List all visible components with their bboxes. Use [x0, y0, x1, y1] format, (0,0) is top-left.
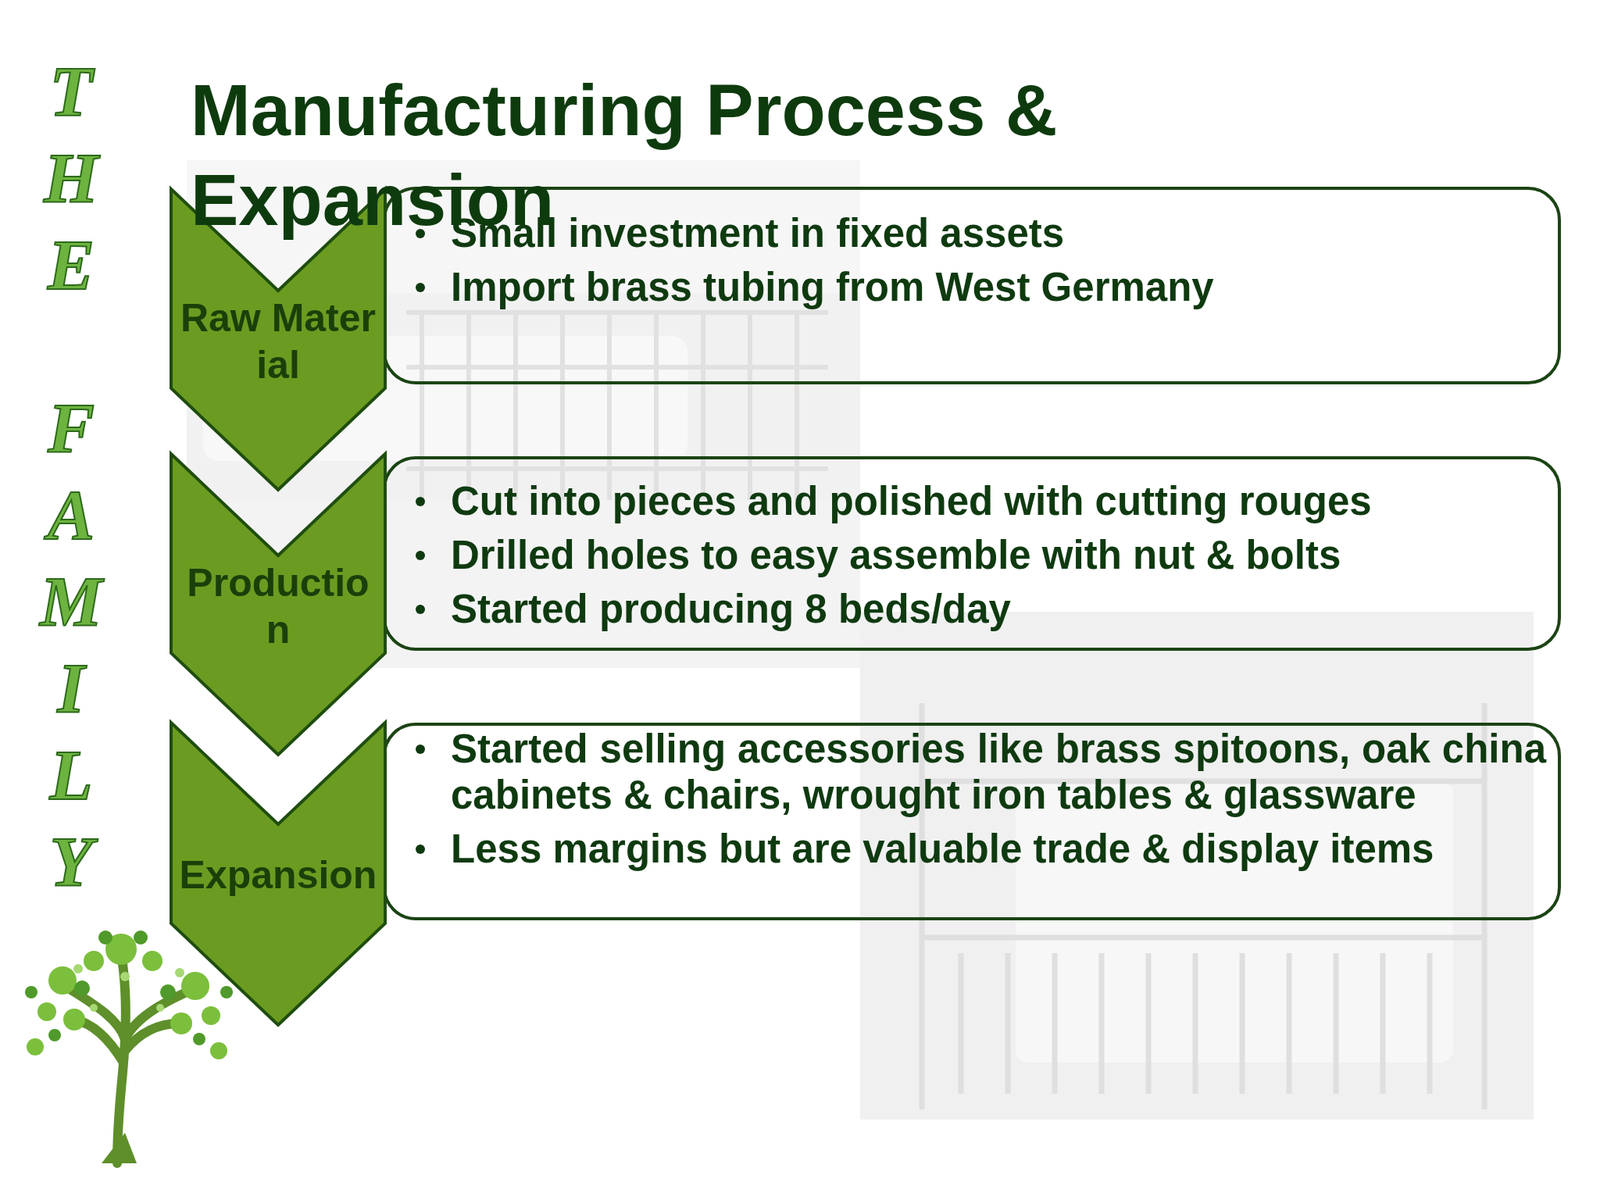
bullet-item: Small investment in fixed assets: [385, 210, 1558, 257]
bullet-item: Started selling accessories like brass s…: [385, 725, 1558, 818]
bullet-text: Cut into pieces and polished with cuttin…: [450, 478, 1372, 524]
side-brand-text: THE: [39, 48, 103, 309]
stage-chevron: Expansion: [171, 722, 386, 1025]
bullet-item: Less margins but are valuable trade & di…: [385, 825, 1558, 872]
bullet-item: Drilled holes to easy assemble with nut …: [385, 532, 1558, 579]
bullet-item: Cut into pieces and polished with cuttin…: [385, 478, 1558, 525]
bullet-text: Started selling accessories like brass s…: [450, 726, 1547, 818]
bullet-item: Import brass tubing from West Germany: [385, 264, 1558, 311]
chevron-outline: [171, 453, 386, 755]
bullet-text: Drilled holes to easy assemble with nut …: [450, 532, 1341, 578]
stage-label: Raw Material: [175, 282, 381, 400]
bullet-dot: [415, 550, 425, 561]
bullet-box: Small investment in fixed assetsImport b…: [382, 186, 1561, 385]
side-brand-text: FAMILY: [39, 385, 103, 906]
bullet-text: Less margins but are valuable trade & di…: [450, 826, 1434, 872]
stage-chevron: Production: [171, 453, 386, 755]
bullet-dot: [415, 282, 425, 293]
stage-label: Expansion: [175, 816, 381, 934]
bullet-dot: [415, 496, 425, 507]
slide-title: Manufacturing Process & Expansion: [190, 65, 1207, 246]
bullet-item: Started producing 8 beds/day: [385, 585, 1558, 633]
bullet-box: Started selling accessories like brass s…: [382, 722, 1561, 921]
bullet-box: Cut into pieces and polished with cuttin…: [382, 456, 1561, 651]
bullet-text: Started producing 8 beds/day: [450, 586, 1011, 632]
bullet-dot: [415, 844, 425, 854]
family-tree: [25, 930, 233, 1164]
chevron-outline: [171, 189, 386, 490]
bullet-text: Import brass tubing from West Germany: [450, 264, 1215, 310]
bullet-dot: [415, 604, 425, 615]
chevron-outline: [171, 722, 386, 1025]
bullet-dot: [415, 744, 425, 754]
stage-label: Production: [175, 547, 381, 665]
